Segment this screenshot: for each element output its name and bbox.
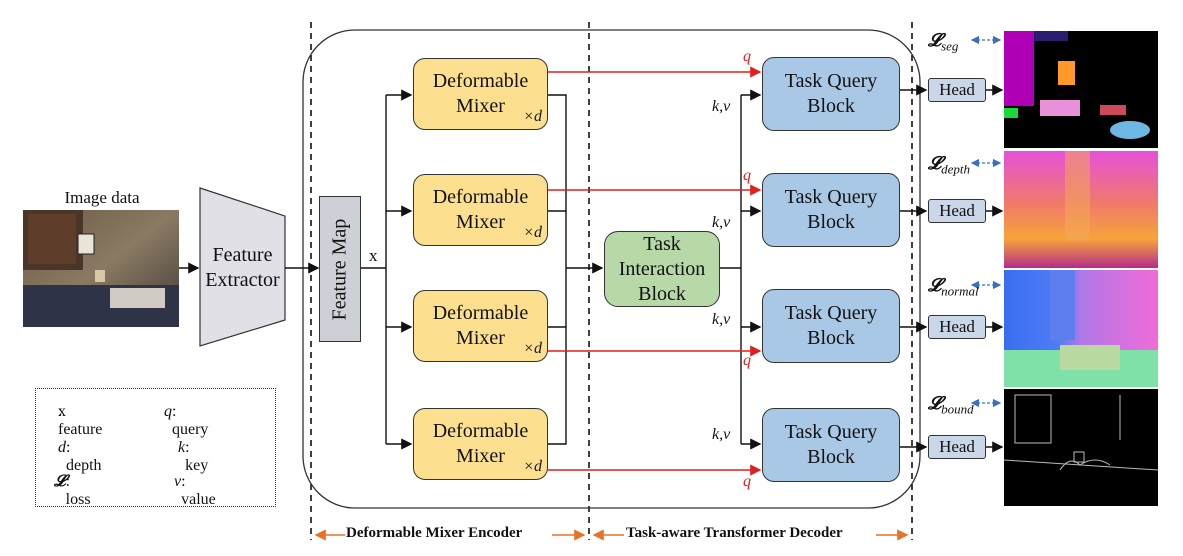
key-value-label: k,v (712, 311, 731, 328)
boundary-output (1003, 389, 1159, 506)
task-interaction-label-2: Interaction (618, 257, 706, 280)
loss-bound-label: 𝓛bound (928, 393, 974, 417)
feature-variable-label: x (369, 246, 378, 265)
normal-output (1004, 270, 1158, 387)
task-query-block: Task Query Block (762, 408, 900, 482)
legend-depth: d: depth (58, 439, 102, 474)
input-image (23, 210, 179, 327)
task-query-label-1: Task Query (784, 186, 878, 208)
loss-depth-label: 𝓛depth (928, 153, 970, 177)
task-interaction-block: Task Interaction Block (604, 231, 720, 307)
task-query-label-1: Task Query (784, 421, 878, 443)
key-value-label: k,v (712, 214, 731, 231)
task-interaction-label-3: Block (638, 282, 686, 305)
legend-loss: 𝓛: loss (54, 473, 91, 508)
legend-query: q: query (164, 403, 209, 438)
query-label: q (743, 48, 751, 65)
mixer-label-1: Deformable (432, 302, 529, 324)
head-block: Head (928, 78, 986, 102)
head-block: Head (928, 435, 986, 459)
main-container (302, 29, 921, 509)
task-query-label-2: Block (807, 446, 855, 468)
query-label: q (743, 352, 751, 369)
task-query-label-1: Task Query (784, 302, 878, 324)
mixer-label-1: Deformable (432, 70, 529, 92)
loss-seg-label: 𝓛seg (928, 30, 959, 54)
task-interaction-label-1: Task (643, 232, 681, 255)
decoder-section-label: Task-aware Transformer Decoder (626, 525, 843, 541)
feature-extractor-shape (199, 187, 286, 347)
legend-box: x: feature q: query d: depth k: key 𝓛: l… (35, 388, 276, 508)
legend-value: v: value (174, 473, 216, 508)
mixer-repeat: ×d (523, 458, 542, 475)
key-value-label: k,v (712, 426, 731, 443)
query-label: q (743, 167, 751, 184)
feature-map-label: Feature Map (328, 218, 351, 320)
mixer-label-2: Mixer (456, 95, 505, 117)
head-block: Head (928, 199, 986, 223)
head-block: Head (928, 315, 986, 339)
mixer-repeat: ×d (523, 224, 542, 241)
deformable-mixer: Deformable Mixer ×d (413, 408, 548, 480)
task-query-label-2: Block (807, 95, 855, 117)
mixer-label-1: Deformable (432, 186, 529, 208)
query-label: q (743, 473, 751, 490)
task-query-block: Task Query Block (762, 173, 900, 247)
deformable-mixer: Deformable Mixer ×d (413, 290, 548, 362)
encoder-section-label: Deformable Mixer Encoder (346, 525, 523, 541)
feature-extractor-label-1: Feature (212, 244, 273, 266)
task-query-label-1: Task Query (784, 70, 878, 92)
loss-normal-label: 𝓛normal (928, 275, 979, 299)
deformable-mixer: Deformable Mixer ×d (413, 174, 548, 246)
mixer-label-2: Mixer (456, 327, 505, 349)
mixer-label-1: Deformable (432, 420, 529, 442)
mixer-label-2: Mixer (456, 211, 505, 233)
key-value-label: k,v (712, 98, 731, 115)
feature-extractor: Feature Extractor (200, 238, 285, 298)
task-query-label-2: Block (807, 211, 855, 233)
feature-extractor-label-2: Extractor (205, 269, 280, 291)
task-query-block: Task Query Block (762, 289, 900, 363)
legend-key: k: key (178, 439, 209, 474)
segmentation-output (1004, 31, 1158, 148)
input-caption: Image data (64, 188, 140, 207)
deformable-mixer: Deformable Mixer ×d (413, 58, 548, 130)
mixer-label-2: Mixer (456, 445, 505, 467)
task-query-block: Task Query Block (762, 57, 900, 131)
depth-output (1004, 151, 1158, 268)
feature-map: Feature Map (319, 196, 361, 342)
task-query-label-2: Block (807, 327, 855, 349)
mixer-repeat: ×d (523, 340, 542, 357)
mixer-repeat: ×d (523, 108, 542, 125)
